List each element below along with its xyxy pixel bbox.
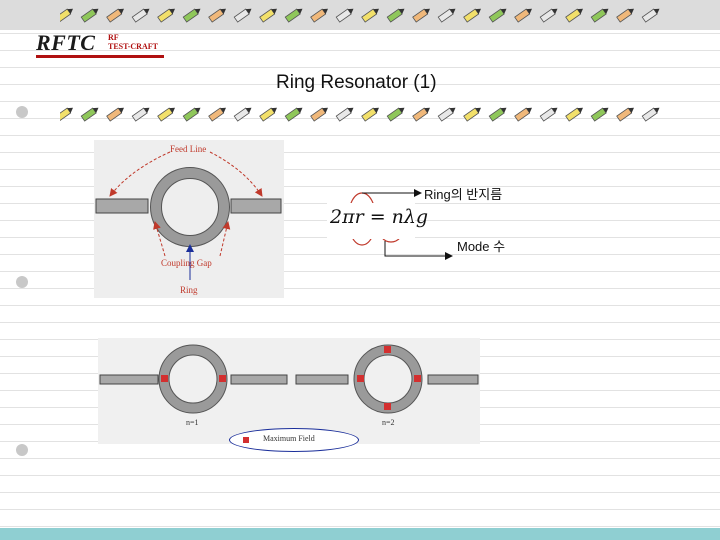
coupling-gap-label: Coupling Gap	[161, 258, 212, 268]
logo-main-text: RFTC	[36, 30, 96, 55]
ring-radius-annotation: Ring의 반지름	[424, 187, 503, 202]
pencil-icon	[514, 8, 533, 23]
pencil-icon	[616, 107, 635, 122]
pencil-icon	[310, 8, 329, 23]
ring-diagram-panel	[94, 140, 284, 298]
mode2-label: n=2	[382, 418, 395, 427]
mode1-ring-fill	[159, 345, 227, 413]
pencil-icon	[412, 8, 431, 23]
field-max-marker	[384, 403, 391, 410]
mode-pointer	[384, 241, 453, 260]
pencil-icon	[284, 8, 303, 23]
field-max-marker	[357, 375, 364, 382]
slide-title: Ring Resonator (1)	[276, 72, 437, 93]
pencil-icon	[565, 8, 584, 23]
bullet-dot	[16, 106, 28, 118]
bullet-dot	[16, 276, 28, 288]
mode-number-annotation: Mode 수	[457, 239, 506, 254]
pencil-border-top	[60, 4, 670, 26]
pencil-icon	[259, 107, 278, 122]
legend-label: Maximum Field	[263, 434, 315, 443]
field-max-marker	[219, 375, 226, 382]
pencil-icon	[60, 8, 74, 23]
pencil-icon	[488, 107, 507, 122]
pencil-icon	[182, 8, 201, 23]
formula-text: 2πr = nλg	[330, 206, 429, 228]
pencil-icon	[361, 8, 380, 23]
pencil-icon	[539, 8, 558, 23]
pencil-icon	[335, 8, 354, 23]
pencil-icon	[539, 107, 558, 122]
pencil-icon	[233, 107, 252, 122]
pencil-icon	[310, 107, 329, 122]
field-max-marker	[161, 375, 168, 382]
pencil-icon	[157, 8, 176, 23]
pencil-icon	[437, 107, 456, 122]
pencil-icon	[80, 107, 99, 122]
pencil-icon	[565, 107, 584, 122]
logo: RFTC RF TEST-CRAFT	[36, 30, 166, 60]
mode2-ring-fill	[354, 345, 422, 413]
pencil-icon	[131, 8, 150, 23]
mode2-feed-right	[427, 374, 479, 385]
ring-fill	[151, 168, 229, 246]
pencil-icon	[335, 107, 354, 122]
pencil-icon	[412, 107, 431, 122]
pencil-icon	[463, 107, 482, 122]
coupling-gap-arrow-left	[153, 221, 166, 257]
feed-line-arrow-right	[209, 151, 263, 197]
pencil-icon	[80, 8, 99, 23]
field-max-marker	[414, 375, 421, 382]
bullet-dot	[16, 444, 28, 456]
pencil-icon	[208, 107, 227, 122]
ring-label: Ring	[180, 285, 198, 295]
pencil-icon	[641, 8, 660, 23]
feed-line-arrow-left	[109, 151, 171, 197]
logo-underline	[36, 55, 164, 58]
pencil-icon	[131, 107, 150, 122]
pencil-icon	[208, 8, 227, 23]
mode1-feed-left	[99, 374, 159, 385]
pencil-icon	[259, 8, 278, 23]
legend-marker	[243, 437, 249, 443]
mode2-feed-left	[295, 374, 349, 385]
pencil-icon	[641, 107, 660, 122]
pencil-icon	[463, 8, 482, 23]
pencil-icon	[233, 8, 252, 23]
pencil-border-middle	[60, 103, 670, 125]
field-max-marker	[384, 346, 391, 353]
legend: Maximum Field	[229, 428, 359, 452]
pencil-icon	[616, 8, 635, 23]
pencil-icon	[386, 8, 405, 23]
coupling-gap-arrow-right	[219, 221, 231, 257]
pencil-icon	[60, 107, 74, 122]
ring-resonance-formula: 2πr = nλg	[327, 203, 428, 239]
pencil-icon	[386, 107, 405, 122]
pencil-icon	[361, 107, 380, 122]
pencil-icon	[590, 107, 609, 122]
pencil-icon	[157, 107, 176, 122]
pencil-icon	[284, 107, 303, 122]
logo-sub-text-2: TEST-CRAFT	[108, 42, 158, 51]
feed-line-left	[95, 198, 149, 214]
pencil-icon	[106, 107, 125, 122]
pencil-icon	[437, 8, 456, 23]
pencil-icon	[590, 8, 609, 23]
pencil-icon	[182, 107, 201, 122]
mode1-label: n=1	[186, 418, 199, 427]
pencil-icon	[106, 8, 125, 23]
feed-line-label: Feed Line	[170, 144, 207, 154]
logo-sub-text-1: RF	[108, 33, 119, 42]
feed-line-right	[230, 198, 282, 214]
bottom-accent-bar	[0, 528, 720, 540]
mode1-feed-right	[230, 374, 288, 385]
pencil-icon	[514, 107, 533, 122]
pencil-icon	[488, 8, 507, 23]
